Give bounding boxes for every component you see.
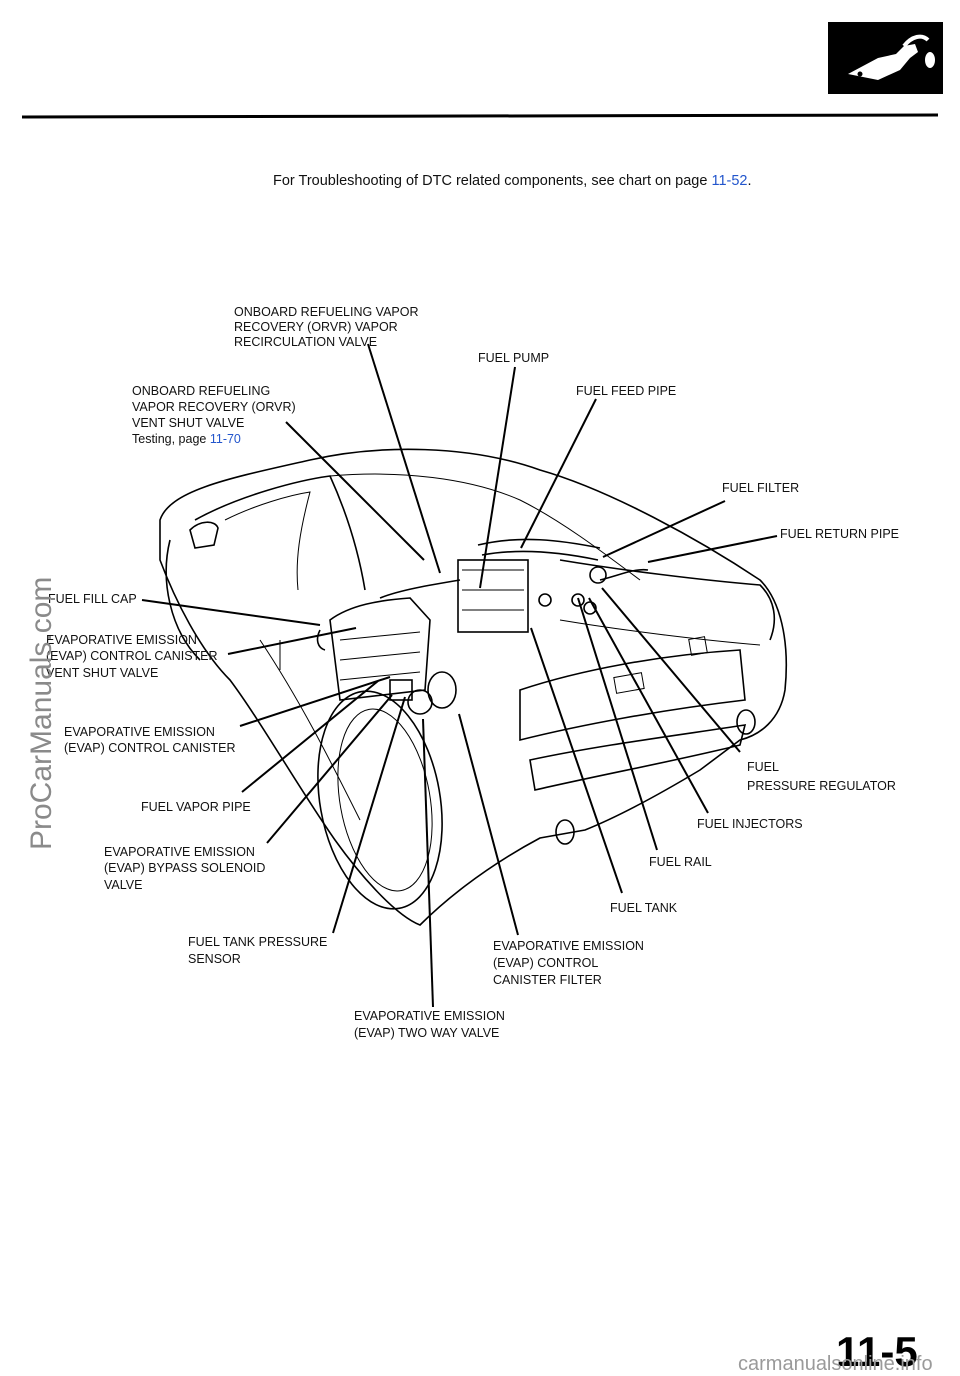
label-fuel-rail: FUEL RAIL — [649, 855, 712, 869]
label-fuel-filter: FUEL FILTER — [722, 481, 799, 495]
engine-components — [316, 538, 649, 715]
note-prefix: For Troubleshooting of DTC related compo… — [273, 173, 711, 189]
label-fuel-feed-pipe: FUEL FEED PIPE — [576, 384, 676, 398]
header-rule — [21, 113, 939, 119]
label-fuel-pump: FUEL PUMP — [478, 351, 549, 365]
label-evap-control-canister: EVAPORATIVE EMISSION (EVAP) CONTROL CANI… — [64, 725, 236, 755]
label-evap-bypass-solenoid-valve: EVAPORATIVE EMISSION (EVAP) BYPASS SOLEN… — [104, 845, 269, 892]
watermark-bottom: carmanualsonline.info — [738, 1353, 933, 1375]
note-page-link[interactable]: 11-52 — [711, 173, 747, 189]
page-number: 11-5 — [836, 1328, 918, 1375]
label-evap-canister-vent-shut-valve: EVAPORATIVE EMISSION (EVAP) CONTROL CANI… — [46, 633, 221, 680]
label-orvr-recirculation-valve: ONBOARD REFUELING VAPOR RECOVERY (ORVR) … — [234, 305, 422, 349]
label-orvr-vent-shut-valve: ONBOARD REFUELING VAPOR RECOVERY (ORVR) … — [132, 384, 299, 446]
label-fuel-tank: FUEL TANK — [610, 901, 678, 915]
label-fuel-tank-pressure-sensor: FUEL TANK PRESSURE SENSOR — [188, 935, 331, 966]
label-fuel-vapor-pipe: FUEL VAPOR PIPE — [141, 800, 251, 814]
label-fuel-injectors: FUEL INJECTORS — [697, 817, 803, 831]
note-suffix: . — [748, 173, 752, 189]
label-evap-canister-filter: EVAPORATIVE EMISSION (EVAP) CONTROL CANI… — [493, 939, 647, 987]
troubleshooting-note: For Troubleshooting of DTC related compo… — [273, 173, 752, 189]
leader-lines — [141, 343, 778, 1008]
label-fuel-pressure-regulator: FUEL PRESSURE REGULATOR — [747, 760, 896, 793]
component-labels: ONBOARD REFUELING VAPOR RECOVERY (ORVR) … — [46, 305, 899, 1040]
watermark-left: ProCarManuals.com — [25, 577, 58, 850]
orvr-testing-page-link[interactable]: 11-70 — [210, 432, 241, 446]
fuel-nozzle-icon — [828, 22, 943, 94]
label-evap-two-way-valve: EVAPORATIVE EMISSION (EVAP) TWO WAY VALV… — [354, 1009, 508, 1040]
label-fuel-return-pipe: FUEL RETURN PIPE — [780, 527, 899, 541]
label-fuel-fill-cap: FUEL FILL CAP — [48, 592, 137, 606]
